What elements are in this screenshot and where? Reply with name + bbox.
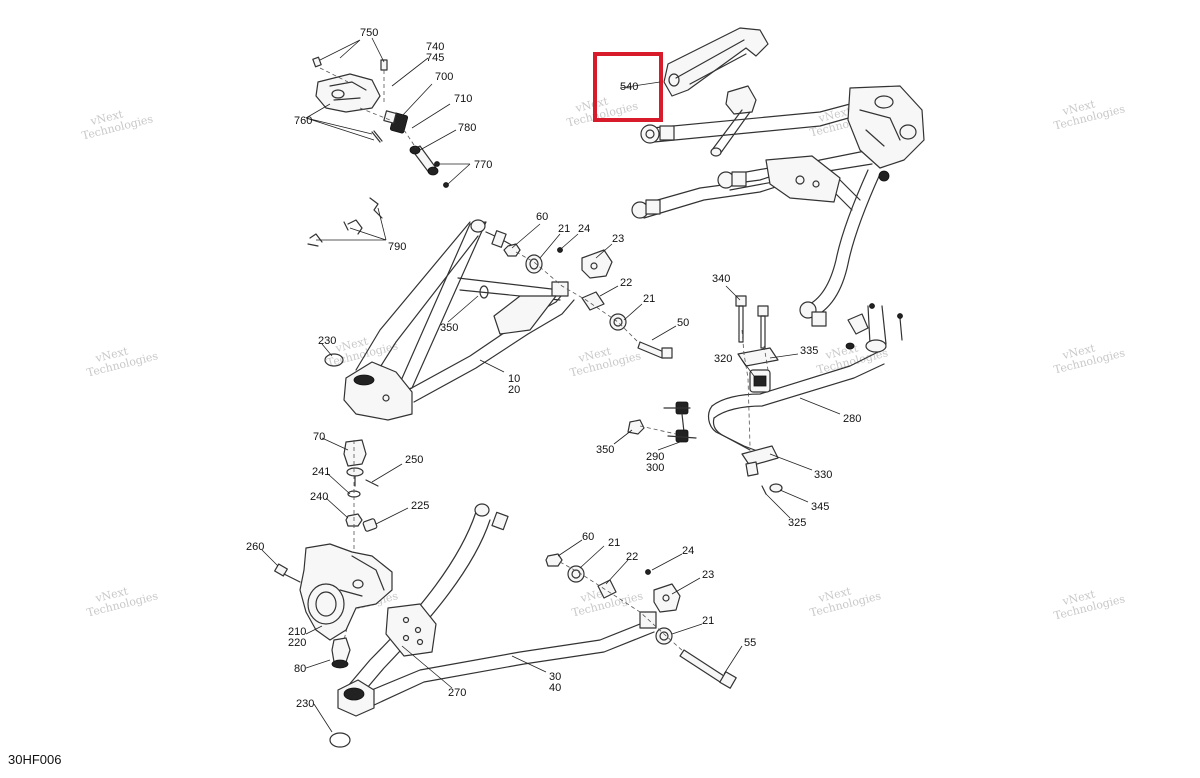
sensor-bracket-assembly [307, 56, 449, 247]
callout-label: 30 [549, 671, 561, 683]
callout-label: 325 [788, 517, 806, 529]
nut-icon [545, 553, 563, 567]
clamp-icon [737, 347, 779, 393]
callout-label: 740 [426, 41, 444, 53]
callout-label: 290 [646, 451, 664, 463]
callout-label: 23 [612, 233, 624, 245]
callout-label: 700 [435, 71, 453, 83]
callout-label: 21 [608, 537, 620, 549]
callout-label: 250 [405, 454, 423, 466]
callout-label: 280 [843, 413, 861, 425]
callout-label: 350 [596, 444, 614, 456]
callout-label: 24 [578, 223, 590, 235]
link-arm-icon [710, 85, 757, 157]
bolt-icon [637, 341, 673, 359]
callout-label: 80 [294, 663, 306, 675]
steering-knuckle [274, 439, 393, 669]
bushing-icon [609, 313, 627, 331]
callout-label: 780 [458, 122, 476, 134]
callout-label: 340 [712, 273, 730, 285]
callout-label: 21 [702, 615, 714, 627]
bracket-plate-icon [581, 249, 613, 279]
frame-bushing-icon [631, 124, 827, 327]
callout-label: 225 [411, 500, 429, 512]
callout-label: 540 [620, 81, 638, 93]
callout-label: 22 [620, 277, 632, 289]
callout-label: 300 [646, 462, 664, 474]
bolt-icon [274, 563, 301, 583]
callout-label: 24 [682, 545, 694, 557]
callout-label: 22 [626, 551, 638, 563]
callout-label: 320 [714, 353, 732, 365]
callout-labels: 750 740 745 700 710 760 780 770 790 540 … [246, 27, 861, 710]
callout-label: 60 [582, 531, 594, 543]
callout-label: 335 [800, 345, 818, 357]
callout-label: 230 [318, 335, 336, 347]
callout-label: 60 [536, 211, 548, 223]
nut-icon [627, 419, 645, 435]
callout-label: 21 [643, 293, 655, 305]
lower-arm-hardware [545, 553, 737, 689]
frame-assembly [631, 27, 925, 327]
bolt-icon [735, 295, 769, 349]
bracket-plate-icon [653, 583, 681, 613]
sway-link-icon [663, 401, 697, 443]
callout-label: 10 [508, 373, 520, 385]
bolt-icon [679, 649, 737, 689]
leader-lines [261, 37, 841, 733]
bolt-icon [312, 56, 388, 71]
bushing-icon [525, 254, 543, 274]
callout-label: 260 [246, 541, 264, 553]
callout-label: 350 [440, 322, 458, 334]
callout-label: 50 [677, 317, 689, 329]
callout-label: 745 [426, 52, 444, 64]
callout-label: 55 [744, 637, 756, 649]
bracket-540-icon [663, 27, 769, 97]
callout-label: 23 [702, 569, 714, 581]
callout-label: 230 [296, 698, 314, 710]
callout-label: 770 [474, 159, 492, 171]
sensor-icon [383, 110, 409, 134]
callout-label: 21 [558, 223, 570, 235]
upper-a-arm [343, 219, 575, 421]
watermark-layer: vNext Technologies vNext Technologies vN… [80, 94, 1126, 622]
nut-icon [503, 243, 521, 257]
callout-label: 790 [388, 241, 406, 253]
callout-label: 241 [312, 466, 330, 478]
callout-label: 40 [549, 682, 561, 694]
callout-label: 20 [508, 384, 520, 396]
stabilizer-bar [627, 295, 903, 495]
link-rod-icon [409, 145, 439, 176]
callout-label: 710 [454, 93, 472, 105]
callout-label: 345 [811, 501, 829, 513]
bushing-icon [655, 627, 673, 645]
callout-label: 210 [288, 626, 306, 638]
callout-label: 760 [294, 115, 312, 127]
sleeve-icon [581, 291, 605, 311]
upper-arm-hardware [503, 243, 673, 359]
callout-label: 240 [310, 491, 328, 503]
callout-label: 270 [448, 687, 466, 699]
highlight-box [593, 52, 663, 122]
callout-label: 70 [313, 431, 325, 443]
bracket-shape [315, 73, 381, 113]
callout-label: 750 [360, 27, 378, 39]
lower-a-arm [324, 353, 657, 748]
diagram-code: 30HF006 [8, 752, 62, 767]
sleeve-icon [597, 579, 617, 599]
clip-icon [307, 197, 383, 247]
bushing-icon [567, 565, 585, 583]
callout-label: 330 [814, 469, 832, 481]
callout-label: 220 [288, 637, 306, 649]
